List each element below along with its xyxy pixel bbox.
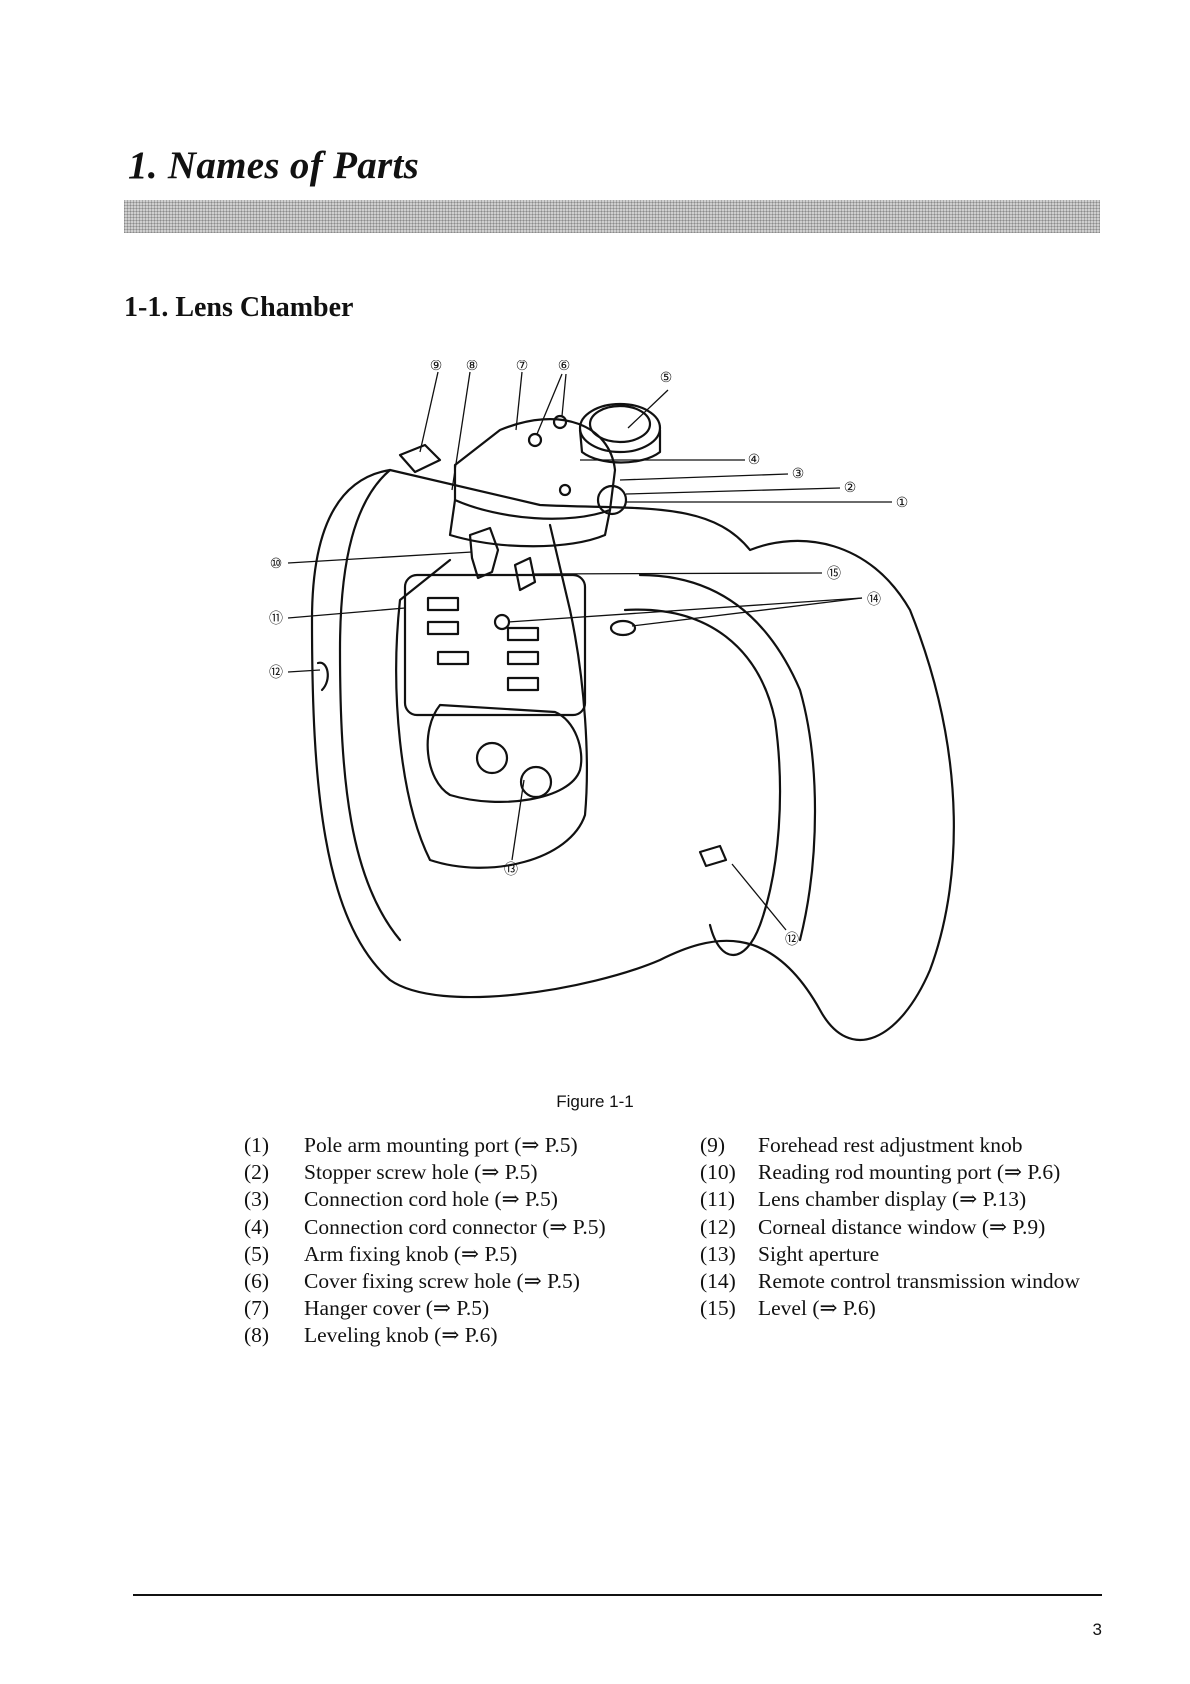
corneal-distance-window-right <box>698 844 728 868</box>
callout-7: ⑦ <box>516 360 529 374</box>
item-number: (13) <box>700 1241 736 1266</box>
footer-rule <box>133 1594 1102 1596</box>
item-number: (10) <box>700 1160 736 1185</box>
callout-1: ① <box>896 496 909 511</box>
hanger-cover-outline <box>453 418 617 520</box>
item-label: Cover fixing screw hole (⇒ P.5) <box>304 1268 580 1293</box>
item-number: (7) <box>244 1296 270 1321</box>
parts-list-item: (1) Pole arm mounting port (⇒ P.5) <box>244 1132 684 1159</box>
parts-list-item: (3) Connection cord hole (⇒ P.5) <box>244 1186 684 1213</box>
callout-14: ⑭ <box>867 592 881 608</box>
lens-chamber-display <box>403 573 587 717</box>
parts-list-item: (8) Leveling knob (⇒ P.6) <box>244 1322 684 1349</box>
callout-13: ⑬ <box>504 862 518 878</box>
callout-9: ⑨ <box>430 360 443 374</box>
parts-list-right: (9) Forehead rest adjustment knob (10) Rea… <box>700 1132 1140 1322</box>
callout-8: ⑧ <box>466 360 479 374</box>
item-number: (9) <box>700 1133 726 1157</box>
item-label: Leveling knob (⇒ P.6) <box>304 1323 498 1348</box>
chapter-title: 1. Names of Parts <box>128 144 420 187</box>
parts-list-item: (7) Hanger cover (⇒ P.5) <box>244 1295 684 1322</box>
callout-2: ② <box>844 481 857 496</box>
callout-15: ⑮ <box>827 566 841 582</box>
callout-12-right: ⑫ <box>785 932 799 948</box>
parts-list-item: (9) Forehead rest adjustment knob <box>700 1132 1140 1159</box>
item-number: (12) <box>700 1214 736 1239</box>
item-label: Stopper screw hole (⇒ P.5) <box>304 1160 538 1185</box>
remote-control-window <box>609 619 637 637</box>
parts-list-left: (1) Pole arm mounting port (⇒ P.5) (2) Sto… <box>244 1132 684 1350</box>
item-number: (15) <box>700 1296 736 1321</box>
item-label: Level (⇒ P.6) <box>758 1296 876 1321</box>
parts-list-item: (13) Sight aperture <box>700 1241 1140 1268</box>
figure-caption: Figure 1-1 <box>556 1092 634 1111</box>
item-number: (11) <box>700 1187 736 1212</box>
section-title: 1-1. Lens Chamber <box>124 292 354 323</box>
chapter-title-bar <box>124 200 1100 233</box>
level-window <box>513 556 537 592</box>
parts-list-item: (5) Arm fixing knob (⇒ P.5) <box>244 1241 684 1268</box>
item-label: Reading rod mounting port (⇒ P.6) <box>758 1160 1061 1185</box>
callout-5: ⑤ <box>660 371 673 386</box>
sight-aperture-left <box>475 741 509 775</box>
item-number: (6) <box>244 1268 270 1293</box>
page-number: 3 <box>1092 1620 1102 1639</box>
callout-3: ③ <box>792 467 805 482</box>
item-label: Arm fixing knob (⇒ P.5) <box>304 1241 518 1266</box>
item-number: (3) <box>244 1187 270 1212</box>
item-label: Sight aperture <box>758 1241 880 1266</box>
item-label: Pole arm mounting port (⇒ P.5) <box>304 1133 578 1157</box>
parts-list-item: (12) Corneal distance window (⇒ P.9) <box>700 1214 1140 1241</box>
item-number: (1) <box>244 1133 270 1157</box>
right-grip-outline <box>623 608 782 956</box>
parts-list-item: (15) Level (⇒ P.6) <box>700 1295 1140 1322</box>
figure-lens-chamber: ⑨ ⑧ ⑦ ⑥ ⑤ ④ ③ ② ① ⑩ ⑮ ⑭ ⑪ ⑫ ⑬ ⑫ <box>240 360 1000 1050</box>
front-panel-outline <box>395 523 588 869</box>
parts-list-item: (6) Cover fixing screw hole (⇒ P.5) <box>244 1268 684 1295</box>
lens-chamber-illustration: ⑨ ⑧ ⑦ ⑥ ⑤ ④ ③ ② ① ⑩ ⑮ ⑭ ⑪ ⑫ ⑬ ⑫ <box>269 360 955 1042</box>
item-label: Connection cord connector (⇒ P.5) <box>304 1214 606 1239</box>
sight-aperture-right <box>519 765 553 799</box>
item-number: (4) <box>244 1214 270 1239</box>
item-label: Lens chamber display (⇒ P.13) <box>758 1187 1027 1212</box>
item-label: Remote control transmission window <box>758 1268 1080 1293</box>
item-number: (5) <box>244 1241 270 1266</box>
arm-fixing-knob <box>578 402 662 454</box>
corneal-distance-window-left <box>316 661 329 692</box>
parts-list-item: (14) Remote control transmission window <box>700 1268 1140 1295</box>
reading-rod-mounting-port <box>468 526 500 580</box>
parts-list-item: (2) Stopper screw hole (⇒ P.5) <box>244 1159 684 1186</box>
callout-11: ⑪ <box>269 611 283 627</box>
item-label: Hanger cover (⇒ P.5) <box>304 1296 490 1321</box>
item-label: Forehead rest adjustment knob <box>758 1133 1023 1157</box>
pole-arm-mounting-port <box>596 484 628 516</box>
item-label: Connection cord hole (⇒ P.5) <box>304 1187 558 1212</box>
item-number: (8) <box>244 1323 270 1348</box>
parts-list-item: (11) Lens chamber display (⇒ P.13) <box>700 1186 1140 1213</box>
parts-list-item: (4) Connection cord connector (⇒ P.5) <box>244 1214 684 1241</box>
lens-chamber-body-outline <box>310 468 955 1042</box>
parts-list-item: (10) Reading rod mounting port (⇒ P.6) <box>700 1159 1140 1186</box>
callout-4: ④ <box>748 453 761 468</box>
leveling-knob <box>398 443 442 474</box>
callout-12-left: ⑫ <box>269 665 283 681</box>
item-number: (14) <box>700 1268 736 1293</box>
callout-6: ⑥ <box>558 360 571 374</box>
callout-10: ⑩ <box>270 557 283 572</box>
item-label: Corneal distance window (⇒ P.9) <box>758 1214 1046 1239</box>
item-number: (2) <box>244 1160 270 1185</box>
